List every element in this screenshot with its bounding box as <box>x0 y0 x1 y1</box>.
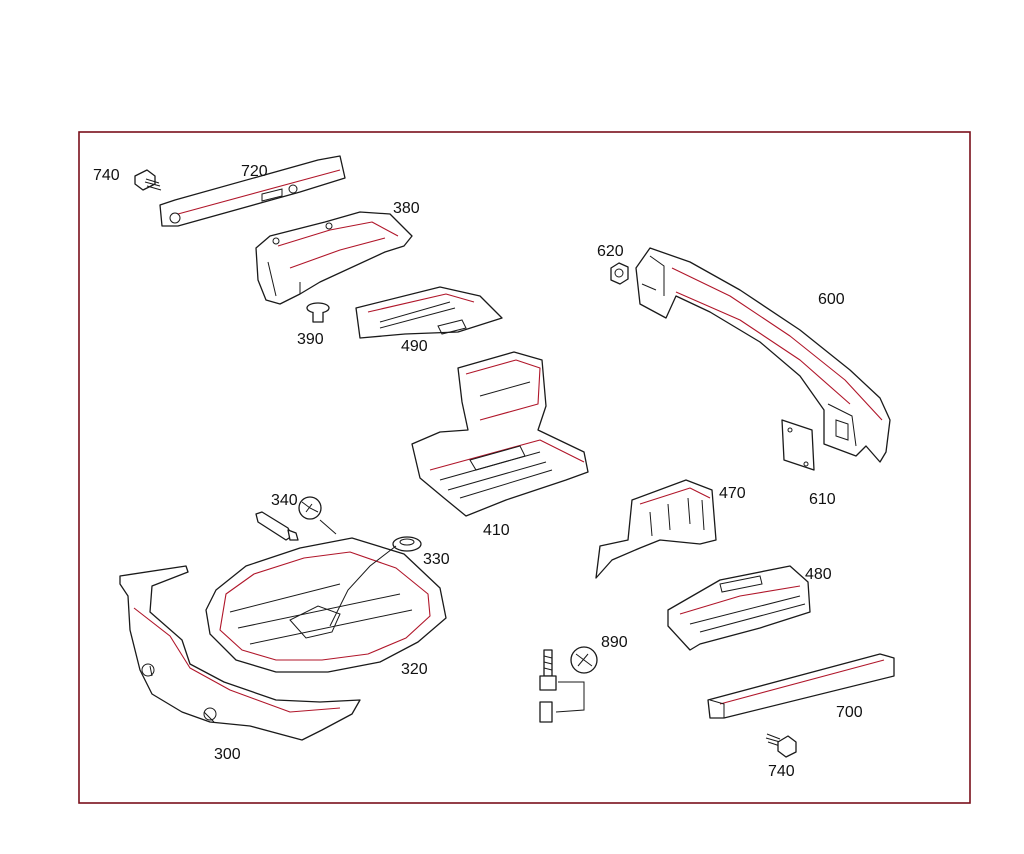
callout-410: 410 <box>483 522 510 539</box>
part-720-cross-member[interactable] <box>159 155 346 227</box>
part-410-support[interactable] <box>411 351 589 517</box>
callout-480: 480 <box>805 566 832 583</box>
part-890-bolts[interactable] <box>539 649 557 723</box>
part-600-bumper-beam[interactable] <box>635 247 891 463</box>
callout-740-bottom: 740 <box>768 763 795 780</box>
part-620-nut[interactable] <box>610 262 629 285</box>
part-470-bracket[interactable] <box>595 479 717 579</box>
callout-390: 390 <box>297 331 324 348</box>
callout-890: 890 <box>601 634 628 651</box>
part-610-plate[interactable] <box>781 419 815 471</box>
callout-340: 340 <box>271 492 298 509</box>
callout-740-top: 740 <box>93 167 120 184</box>
part-390-clip[interactable] <box>306 302 330 323</box>
callout-720: 720 <box>241 163 268 180</box>
callout-300: 300 <box>214 746 241 763</box>
part-740-screw-top[interactable] <box>134 169 162 191</box>
callout-700: 700 <box>836 704 863 721</box>
wrench-icon-340 <box>298 496 337 535</box>
part-480-plate[interactable] <box>667 565 811 651</box>
wrench-icon-890 <box>555 646 598 713</box>
callout-610: 610 <box>809 491 836 508</box>
part-740-screw-bottom[interactable] <box>765 733 797 758</box>
callout-320: 320 <box>401 661 428 678</box>
part-490-plate[interactable] <box>355 286 503 339</box>
part-380-bracket[interactable] <box>255 211 413 305</box>
part-320-spare-wheel-well[interactable] <box>205 537 447 673</box>
part-330-plug[interactable] <box>392 536 422 552</box>
diagram-frame <box>78 131 971 804</box>
part-700-bar[interactable] <box>707 653 895 719</box>
part-340-adhesive-tube[interactable] <box>255 511 299 541</box>
callout-600: 600 <box>818 291 845 308</box>
part-300-rear-panel[interactable] <box>119 565 361 741</box>
callout-470: 470 <box>719 485 746 502</box>
callout-380: 380 <box>393 200 420 217</box>
callout-620: 620 <box>597 243 624 260</box>
callout-labels: 740 720 380 390 490 620 600 410 610 470 … <box>93 163 863 780</box>
callout-490: 490 <box>401 338 428 355</box>
callout-330: 330 <box>423 551 450 568</box>
